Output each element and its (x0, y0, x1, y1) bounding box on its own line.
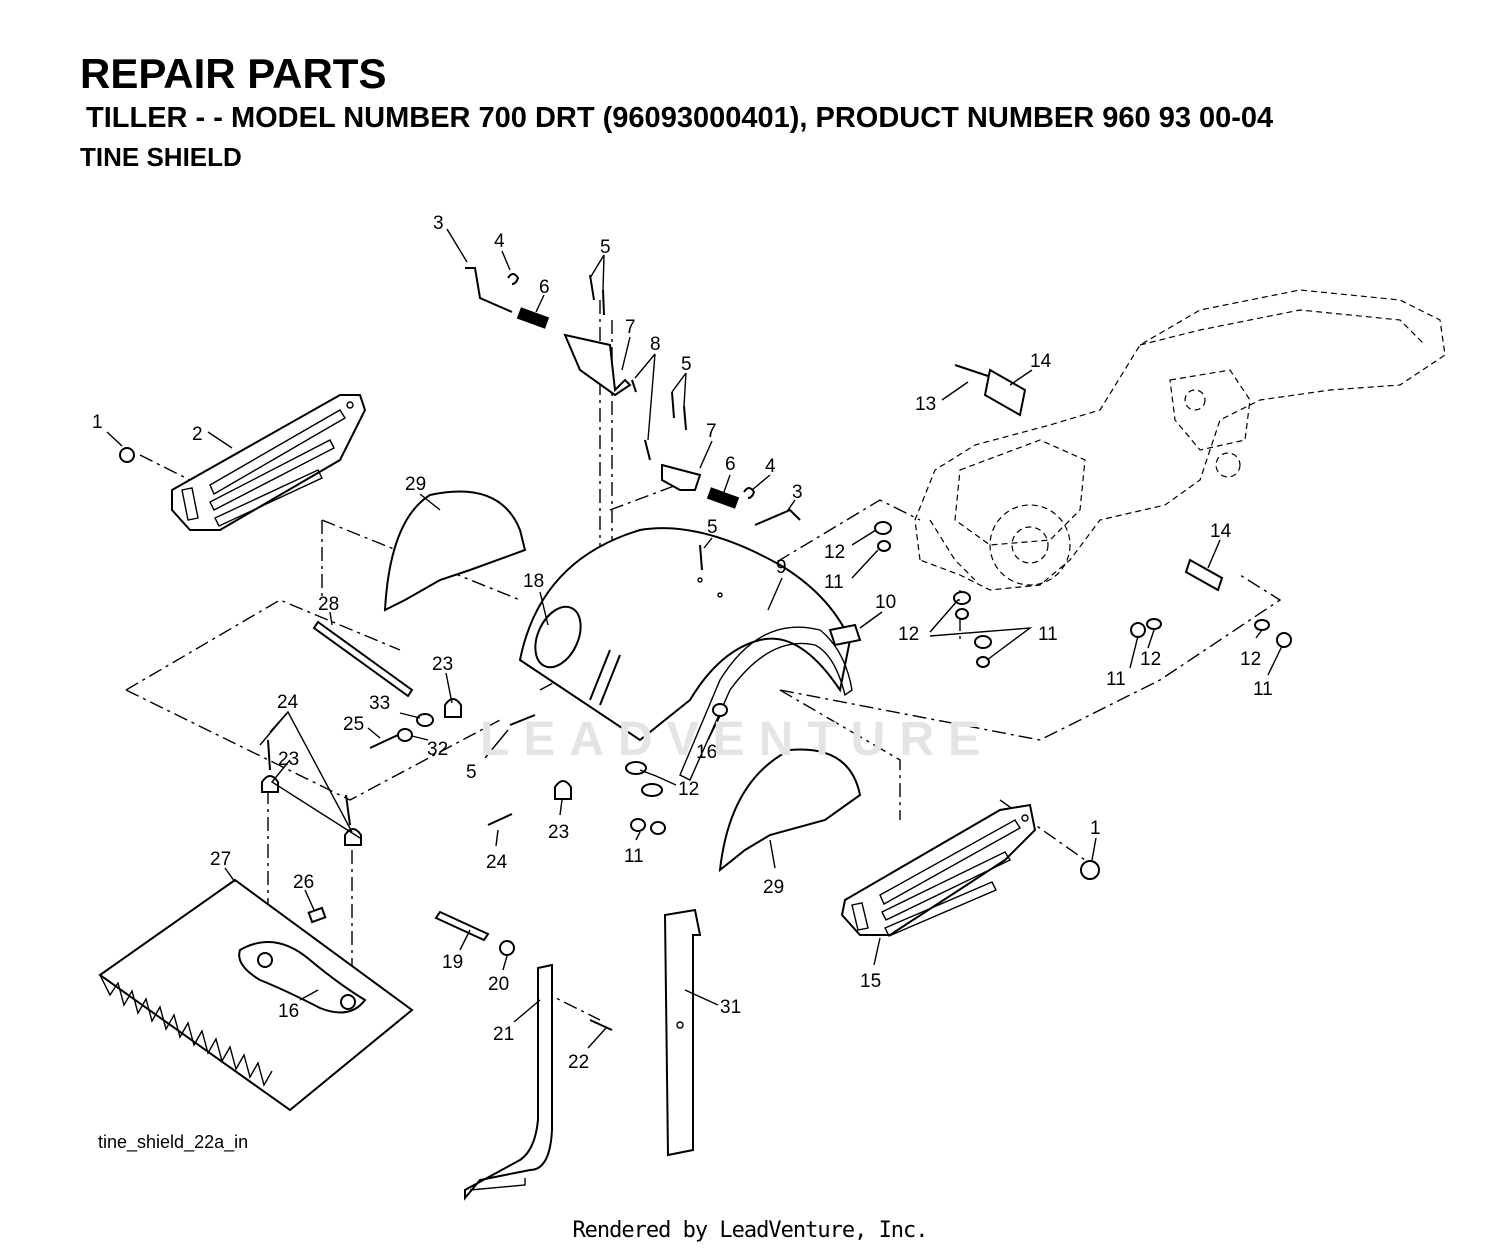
callout-label: 19 (442, 952, 463, 973)
callout-label: 10 (875, 592, 896, 613)
hardware-top (465, 267, 1224, 647)
callout-label: 6 (539, 277, 550, 298)
model-subtitle: TILLER - - MODEL NUMBER 700 DRT (9609300… (86, 102, 1274, 134)
tine-shield (518, 527, 853, 781)
callout-label: 16 (278, 1001, 299, 1022)
callout-label: 5 (466, 762, 477, 783)
footer-credit: Rendered by LeadVenture, Inc. (572, 1218, 928, 1243)
callout-label: 11 (1106, 669, 1126, 690)
callout-label: 2 (192, 424, 203, 445)
callout-label: 14 (1210, 521, 1232, 542)
callout-label: 25 (343, 714, 364, 735)
callout-label: 13 (915, 394, 936, 415)
tiller-body-ghost (914, 289, 1446, 591)
callout-label: 23 (432, 654, 453, 675)
page-title: REPAIR PARTS (80, 50, 387, 97)
callout-label: 4 (765, 456, 776, 477)
callout-labels: 1 2 3 4 5 6 7 8 5 7 6 4 3 14 13 29 5 9 1… (92, 213, 1273, 1073)
callout-label: 28 (318, 594, 339, 615)
callout-label: 5 (681, 354, 692, 375)
callout-label: 22 (568, 1052, 589, 1073)
callout-label: 6 (725, 454, 736, 475)
section-title: TINE SHIELD (80, 142, 242, 172)
figure-id: tine_shield_22a_in (98, 1132, 249, 1152)
leader-lines (106, 228, 1283, 1049)
callout-label: 5 (600, 237, 611, 258)
callout-label: 7 (625, 317, 636, 338)
callout-label: 12 (824, 542, 845, 563)
drag-bar (98, 878, 414, 1112)
callout-label: 24 (486, 852, 508, 873)
callout-label: 5 (707, 517, 718, 538)
callout-label: 14 (1030, 351, 1052, 372)
callout-label: 3 (433, 213, 444, 234)
callout-label: 8 (650, 334, 661, 355)
watermark-text: LEADVENTURE (480, 713, 995, 766)
callout-label: 9 (776, 557, 787, 578)
callout-label: 11 (824, 572, 844, 593)
callout-label: 1 (92, 412, 103, 433)
callout-label: 33 (369, 693, 390, 714)
callout-label: 32 (427, 739, 448, 760)
callout-label: 7 (706, 421, 717, 442)
callout-label: 12 (1240, 649, 1261, 670)
callout-label: 12 (1140, 649, 1161, 670)
side-deflector-right (840, 803, 1037, 937)
callout-label: 1 (1090, 818, 1101, 839)
callout-label: 21 (493, 1024, 514, 1045)
callout-label: 29 (763, 877, 784, 898)
callout-label: 3 (792, 482, 803, 503)
callout-label: 15 (860, 971, 881, 992)
callout-label: 31 (720, 997, 741, 1018)
callout-label: 16 (696, 742, 717, 763)
callout-label: 4 (494, 231, 505, 252)
callout-label: 12 (678, 779, 699, 800)
callout-label: 20 (488, 974, 509, 995)
callout-label: 11 (1253, 679, 1273, 700)
depth-stake-assembly (434, 908, 702, 1201)
callout-label: 11 (624, 846, 644, 867)
callout-label: 24 (277, 692, 299, 713)
callout-label: 12 (898, 624, 919, 645)
tine-flap-right (718, 748, 862, 873)
callout-label: 18 (523, 571, 544, 592)
tine-flap-left (383, 490, 527, 612)
callout-label: 23 (278, 749, 299, 770)
callout-label: 23 (548, 822, 569, 843)
callout-label: 26 (293, 872, 314, 893)
side-deflector-left (171, 394, 367, 531)
callout-label: 11 (1038, 624, 1058, 645)
callout-label: 29 (405, 474, 426, 495)
callout-label: 27 (210, 849, 231, 870)
